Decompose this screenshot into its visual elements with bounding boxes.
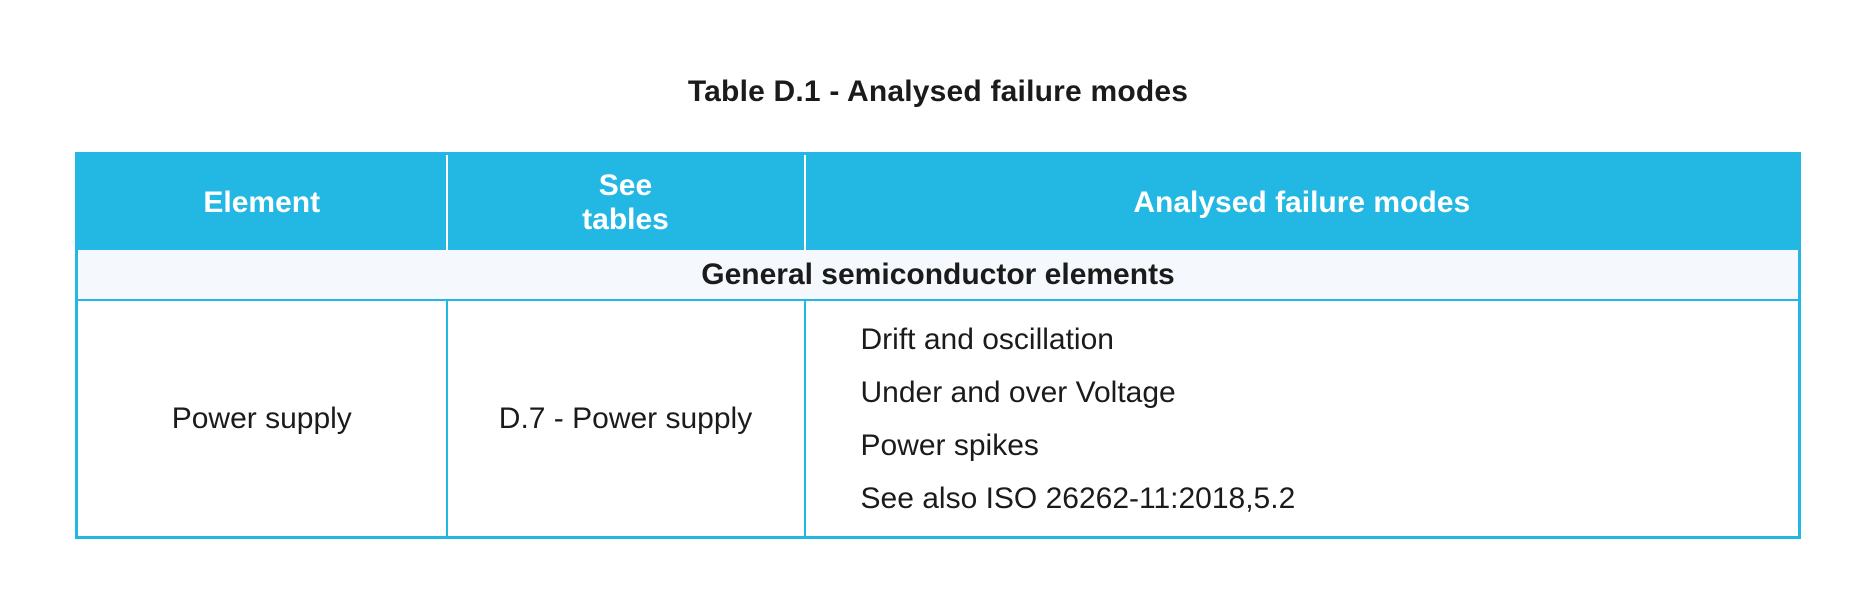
column-header-see-tables: See tables — [446, 153, 806, 250]
failure-mode-list: Drift and oscillation Under and over Vol… — [806, 313, 1799, 525]
failure-mode-line: See also ISO 26262-11:2018,5.2 — [860, 481, 1296, 515]
failure-modes-table: Element See tables Analysed failure mode… — [75, 152, 1801, 539]
header-row: Element See tables Analysed failure mode… — [76, 153, 1800, 250]
table-row: Power supply D.7 - Power supply Drift an… — [75, 299, 1801, 539]
cell-see-tables: D.7 - Power supply — [445, 299, 806, 539]
cell-element: Power supply — [75, 299, 448, 539]
failure-mode-line: Drift and oscillation — [860, 322, 1114, 356]
column-header-analysed-failure-modes: Analysed failure modes — [804, 153, 1800, 250]
table-caption: Table D.1 - Analysed failure modes — [687, 75, 1189, 108]
section-row: General semiconductor elements — [76, 250, 1800, 300]
column-header-element: Element — [76, 153, 448, 250]
cell-failure-modes: Drift and oscillation Under and over Vol… — [803, 299, 1801, 539]
failure-mode-line: Under and over Voltage — [860, 375, 1176, 409]
section-header: General semiconductor elements — [76, 250, 1800, 300]
failure-mode-line: Power spikes — [860, 428, 1039, 462]
